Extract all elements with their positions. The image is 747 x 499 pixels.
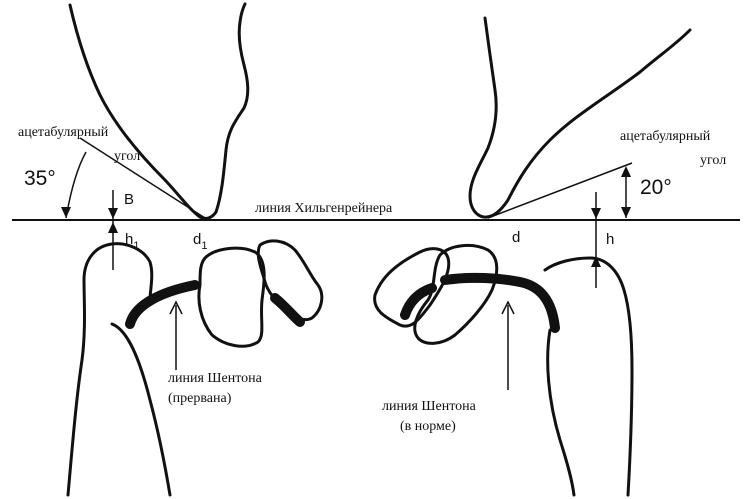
left-femoral-head-1 bbox=[199, 248, 264, 346]
shenton-left-line1: линия Шентона bbox=[168, 371, 263, 386]
h-arrow-top bbox=[591, 208, 601, 219]
d-label: d bbox=[512, 229, 520, 246]
acetabular-right-line2: угол bbox=[700, 153, 726, 168]
left-femur-inner bbox=[112, 324, 170, 495]
h-label: h bbox=[606, 231, 614, 248]
acetabular-left-line1: ацетабулярный bbox=[18, 125, 109, 140]
right-angle-arrow-top bbox=[621, 166, 631, 177]
left-shenton-line bbox=[130, 285, 195, 324]
shenton-left-line2: (прервана) bbox=[168, 391, 232, 406]
right-femur-outline bbox=[545, 258, 632, 495]
right-angle-arrow-bottom bbox=[621, 207, 631, 218]
b-arrow bbox=[108, 208, 118, 219]
shenton-right-line2: (в норме) bbox=[400, 419, 456, 434]
d1-label: d1 bbox=[193, 231, 207, 252]
b-label: B bbox=[124, 191, 134, 208]
left-angle-arrow bbox=[61, 207, 71, 218]
hilgenreiner-label: линия Хильгенрейнера bbox=[255, 201, 393, 216]
acetabular-left-line2: угол bbox=[114, 149, 140, 164]
angle-left-value: 35° bbox=[24, 167, 56, 190]
h1-arrow bbox=[108, 222, 118, 233]
right-acetabular-line bbox=[488, 163, 632, 218]
shenton-right-line1: линия Шентона bbox=[382, 399, 477, 414]
h1-label: h1 bbox=[125, 231, 139, 252]
left-acetabular-line bbox=[80, 138, 205, 218]
left-ilium-outline bbox=[70, 4, 248, 218]
left-femur-outline bbox=[68, 244, 152, 495]
acetabular-right-line1: ацетабулярный bbox=[620, 129, 711, 144]
angle-right-value: 20° bbox=[640, 176, 672, 199]
right-femur-inner bbox=[548, 330, 574, 495]
